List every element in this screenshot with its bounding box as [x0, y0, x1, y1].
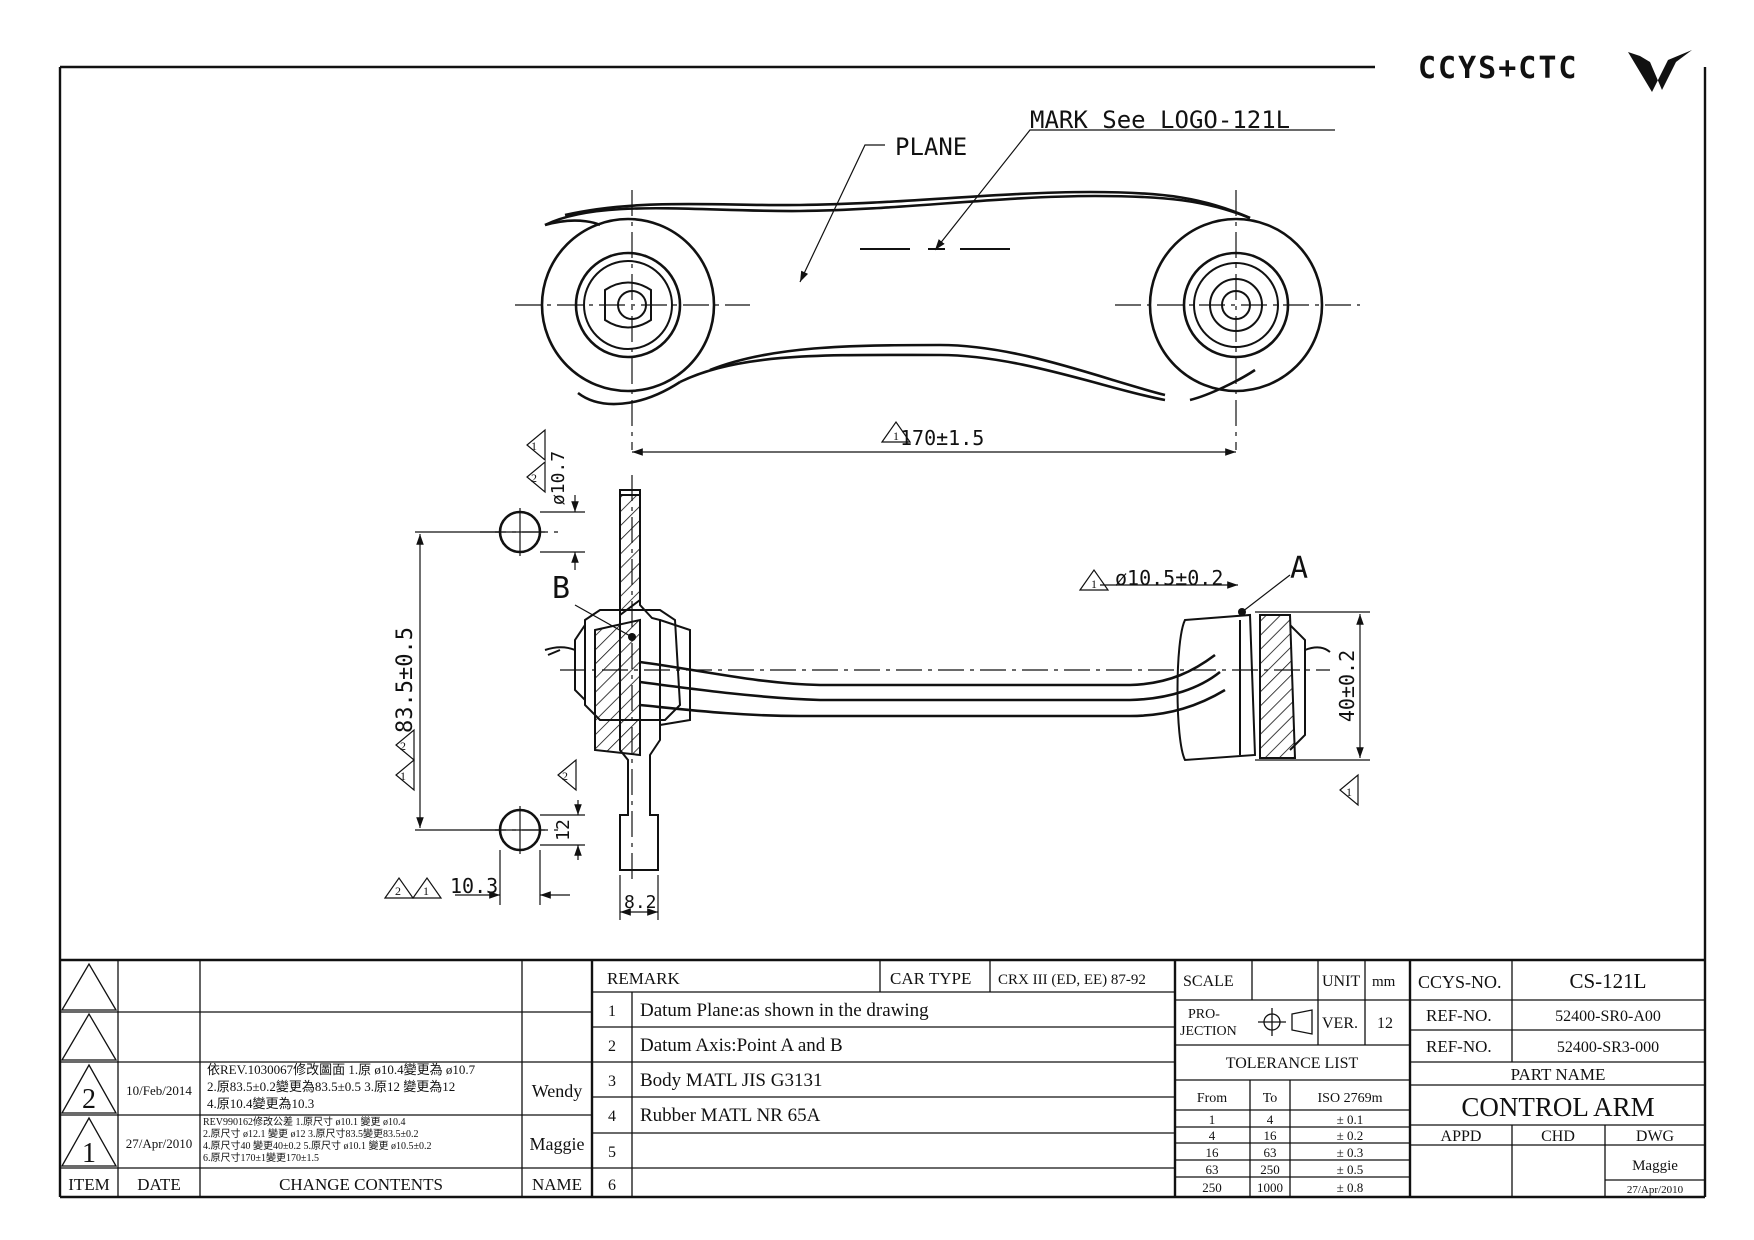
- tol-iso-4: ± 0.5: [1337, 1162, 1364, 1177]
- tol-header-to: To: [1263, 1091, 1278, 1106]
- label-mark: MARK See LOGO-121L: [1030, 106, 1290, 134]
- rev-name-1: Maggie: [530, 1134, 585, 1154]
- dwg-label: DWG: [1636, 1128, 1675, 1145]
- title-block: [60, 958, 1705, 1197]
- rev-content-1-line3: 4.原尺寸40 變更40±0.2 5.原尺寸 ø10.1 變更 ø10.5±0.…: [203, 1139, 431, 1152]
- tol-to-5: 1000: [1257, 1180, 1283, 1195]
- remark-text-4: Rubber MATL NR 65A: [640, 1105, 821, 1126]
- ref-label-1: REF-NO.: [1426, 1006, 1492, 1025]
- rev-header-item: ITEM: [68, 1175, 110, 1194]
- scale-label: SCALE: [1183, 973, 1234, 990]
- sheet-border: [58, 65, 1707, 1199]
- rev-header-content: CHANGE CONTENTS: [279, 1175, 443, 1194]
- part-name-label: PART NAME: [1511, 1065, 1606, 1084]
- company-logo: CCYS+CTC: [1418, 50, 1692, 92]
- dwg-date: 27/Apr/2010: [1627, 1184, 1684, 1196]
- remark-header: REMARK: [607, 969, 680, 988]
- tol-header-from: From: [1197, 1091, 1227, 1106]
- rev-header-date: DATE: [137, 1175, 180, 1194]
- dim-8-2: 8.2: [624, 892, 657, 913]
- tol-to-4: 250: [1260, 1162, 1280, 1177]
- label-b: B: [552, 571, 570, 606]
- rev1-flag-dia: 1: [531, 439, 537, 453]
- tol-iso-1: ± 0.1: [1337, 1112, 1364, 1127]
- logo-emblem-icon: [1628, 50, 1692, 92]
- tol-iso-5: ± 0.8: [1337, 1180, 1364, 1195]
- label-a: A: [1290, 551, 1308, 586]
- rev1-flag-83: 1: [400, 769, 406, 783]
- remark-no-5: 5: [608, 1144, 616, 1161]
- ref-number-1: 52400-SR0-A00: [1555, 1008, 1661, 1025]
- dim-12: 12: [553, 819, 574, 841]
- ref-label-2: REF-NO.: [1426, 1037, 1492, 1056]
- rev-date-2: 10/Feb/2014: [126, 1083, 192, 1098]
- car-type-label: CAR TYPE: [890, 969, 971, 988]
- rev1-flag-bore: 1: [1091, 577, 1097, 591]
- tol-from-5: 250: [1202, 1180, 1222, 1195]
- chd-label: CHD: [1541, 1128, 1575, 1145]
- rev-content-1-line4: 6.原尺寸170±1變更170±1.5: [203, 1151, 319, 1164]
- remark-no-1: 1: [608, 1003, 616, 1020]
- rev2-flag-83: 2: [400, 739, 406, 753]
- projection-label-1: PRO-: [1188, 1007, 1220, 1022]
- part-name: CONTROL ARM: [1461, 1092, 1654, 1122]
- dwg-by: Maggie: [1632, 1158, 1678, 1174]
- unit-value: mm: [1372, 974, 1396, 990]
- rev-content-2-line3: 4.原10.4變更為10.3: [207, 1096, 314, 1111]
- rev1-flag-len: 1: [893, 429, 899, 443]
- remark-text-2: Datum Axis:Point A and B: [640, 1035, 843, 1056]
- rev-item-1: 1: [82, 1138, 96, 1169]
- rev2-flag-12: 2: [562, 769, 568, 783]
- tol-to-2: 16: [1264, 1128, 1278, 1143]
- dim-length: 170±1.5: [900, 426, 984, 450]
- label-plane: PLANE: [895, 133, 967, 161]
- tolerance-title: TOLERANCE LIST: [1226, 1055, 1359, 1072]
- rev2-flag-dia: 2: [531, 471, 537, 485]
- dim-dia-top: ø10.7: [548, 451, 569, 505]
- tol-iso-3: ± 0.3: [1337, 1145, 1364, 1160]
- rev2-flag-10: 2: [395, 884, 401, 898]
- rev-name-2: Wendy: [532, 1081, 583, 1101]
- top-view: 1: [515, 129, 1360, 456]
- ver-label: VER.: [1322, 1015, 1358, 1032]
- projection-label-2: JECTION: [1180, 1024, 1237, 1039]
- rev-item-2: 2: [82, 1084, 96, 1115]
- logo-text: CCYS+CTC: [1418, 51, 1579, 86]
- remark-no-6: 6: [608, 1177, 616, 1194]
- car-type-value: CRX III (ED, EE) 87-92: [998, 972, 1146, 988]
- rev1-flag-40: 1: [1346, 785, 1352, 799]
- dim-bore: ø10.5±0.2: [1115, 566, 1223, 590]
- tol-from-2: 4: [1209, 1128, 1216, 1143]
- tol-to-1: 4: [1267, 1112, 1274, 1127]
- rev-content-2-line1: 依REV.1030067修改圖面 1.原 ø10.4變更為 ø10.7: [207, 1062, 476, 1077]
- remark-no-2: 2: [608, 1038, 616, 1055]
- unit-label: UNIT: [1322, 973, 1360, 990]
- ccys-label: CCYS-NO.: [1418, 972, 1502, 992]
- remark-no-4: 4: [608, 1108, 616, 1125]
- ref-number-2: 52400-SR3-000: [1557, 1039, 1659, 1056]
- remark-text-1: Datum Plane:as shown in the drawing: [640, 1000, 929, 1021]
- rev-content-2-line2: 2.原83.5±0.2變更為83.5±0.5 3.原12 變更為12: [207, 1079, 455, 1094]
- dim-height: 83.5±0.5: [393, 627, 418, 733]
- rev-content-1-line2: 2.原尺寸 ø12.1 變更 ø12 3.原尺寸83.5變更83.5±0.2: [203, 1127, 419, 1140]
- tol-from-1: 1: [1209, 1112, 1216, 1127]
- tol-from-4: 63: [1206, 1162, 1219, 1177]
- appd-label: APPD: [1441, 1128, 1482, 1145]
- dim-width-bottom: 10.3: [450, 874, 498, 898]
- tol-from-3: 16: [1206, 1145, 1220, 1160]
- rev-header-name: NAME: [532, 1175, 582, 1194]
- remark-no-3: 3: [608, 1073, 616, 1090]
- tol-header-iso: ISO 2769m: [1318, 1091, 1383, 1106]
- ver-value: 12: [1377, 1015, 1393, 1032]
- remark-text-3: Body MATL JIS G3131: [640, 1070, 822, 1091]
- rev-content-1-line1: REV990162修改公差 1.原尺寸 ø10.1 變更 ø10.4: [203, 1115, 406, 1128]
- tol-to-3: 63: [1264, 1145, 1277, 1160]
- rev1-flag-10: 1: [423, 884, 429, 898]
- ccys-number: CS-121L: [1569, 969, 1646, 993]
- rev-date-1: 27/Apr/2010: [126, 1136, 192, 1151]
- dim-bush-height: 40±0.2: [1335, 650, 1359, 722]
- side-view: B A 1 1 1: [383, 428, 1370, 920]
- tol-iso-2: ± 0.2: [1337, 1128, 1364, 1143]
